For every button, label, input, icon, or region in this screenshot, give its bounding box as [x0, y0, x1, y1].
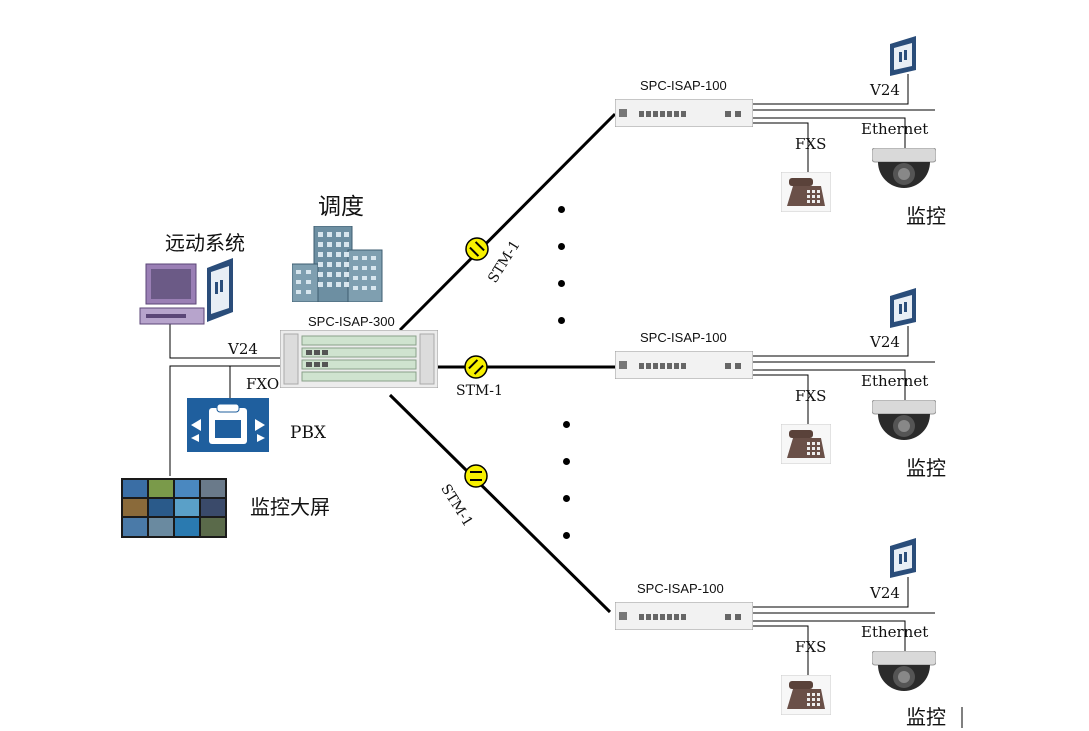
remote-device-label: SPC-ISAP-100	[637, 581, 724, 596]
stm1-label-middle: STM-1	[456, 383, 503, 399]
fxo-link-left	[169, 365, 280, 476]
v24-label-left: V24	[228, 340, 258, 358]
ellipsis-dot	[563, 532, 570, 539]
ethernet-label: Ethernet	[861, 372, 929, 390]
ellipsis-dot	[563, 495, 570, 502]
v24-label: V24	[870, 333, 900, 351]
building-icon	[292, 226, 383, 302]
ellipsis-dot	[558, 243, 565, 250]
pbx-label: PBX	[290, 423, 327, 443]
serial-terminal-icon	[890, 538, 916, 578]
monitor-label: 监控	[906, 204, 946, 228]
server-rack-icon	[615, 351, 753, 379]
server-rack-icon	[615, 99, 753, 127]
ellipsis-dot	[558, 206, 565, 213]
site-wiring-3	[752, 577, 935, 675]
phone-icon	[781, 675, 831, 715]
ethernet-label: Ethernet	[861, 120, 929, 138]
fxs-label: FXS	[795, 135, 827, 153]
video-wall-label: 监控大屏	[250, 495, 330, 519]
ellipsis-dot	[563, 421, 570, 428]
ellipsis-dot	[563, 458, 570, 465]
connector-icon	[464, 355, 488, 379]
stm1-link-bottom	[388, 393, 612, 614]
fxs-label: FXS	[795, 387, 827, 405]
ellipsis-dot	[558, 317, 565, 324]
phone-icon	[781, 172, 831, 212]
ellipsis-dot	[558, 280, 565, 287]
monitor-label: 监控	[906, 705, 946, 729]
ethernet-label: Ethernet	[861, 623, 929, 641]
v24-link-left	[169, 318, 280, 359]
fxs-label: FXS	[795, 638, 827, 656]
camera-icon	[872, 148, 936, 188]
monitor-label: 监控	[906, 456, 946, 480]
connector-icon	[464, 464, 488, 488]
server-rack-icon	[280, 330, 438, 388]
telecontrol-system-label: 远动系统	[165, 231, 245, 255]
serial-terminal-icon	[207, 258, 233, 322]
remote-device-label: SPC-ISAP-100	[640, 330, 727, 345]
core-device-label: SPC-ISAP-300	[308, 314, 395, 329]
site-wiring-1	[752, 74, 935, 172]
fxo-label: FXO	[246, 375, 280, 393]
server-rack-icon	[615, 602, 753, 630]
camera-icon	[872, 400, 936, 440]
serial-terminal-icon	[890, 36, 916, 76]
computer-icon	[139, 263, 205, 325]
stm1-link-top	[398, 112, 617, 332]
remote-device-label: SPC-ISAP-100	[640, 78, 727, 93]
camera-icon	[872, 651, 936, 691]
site-wiring-2	[752, 326, 935, 424]
v24-label: V24	[870, 81, 900, 99]
video-wall-icon	[121, 478, 227, 538]
dispatch-label: 调度	[318, 194, 364, 220]
phone-icon	[781, 424, 831, 464]
connector-icon	[465, 237, 489, 261]
pbx-icon	[187, 398, 269, 452]
serial-terminal-icon	[890, 288, 916, 328]
v24-label: V24	[870, 584, 900, 602]
